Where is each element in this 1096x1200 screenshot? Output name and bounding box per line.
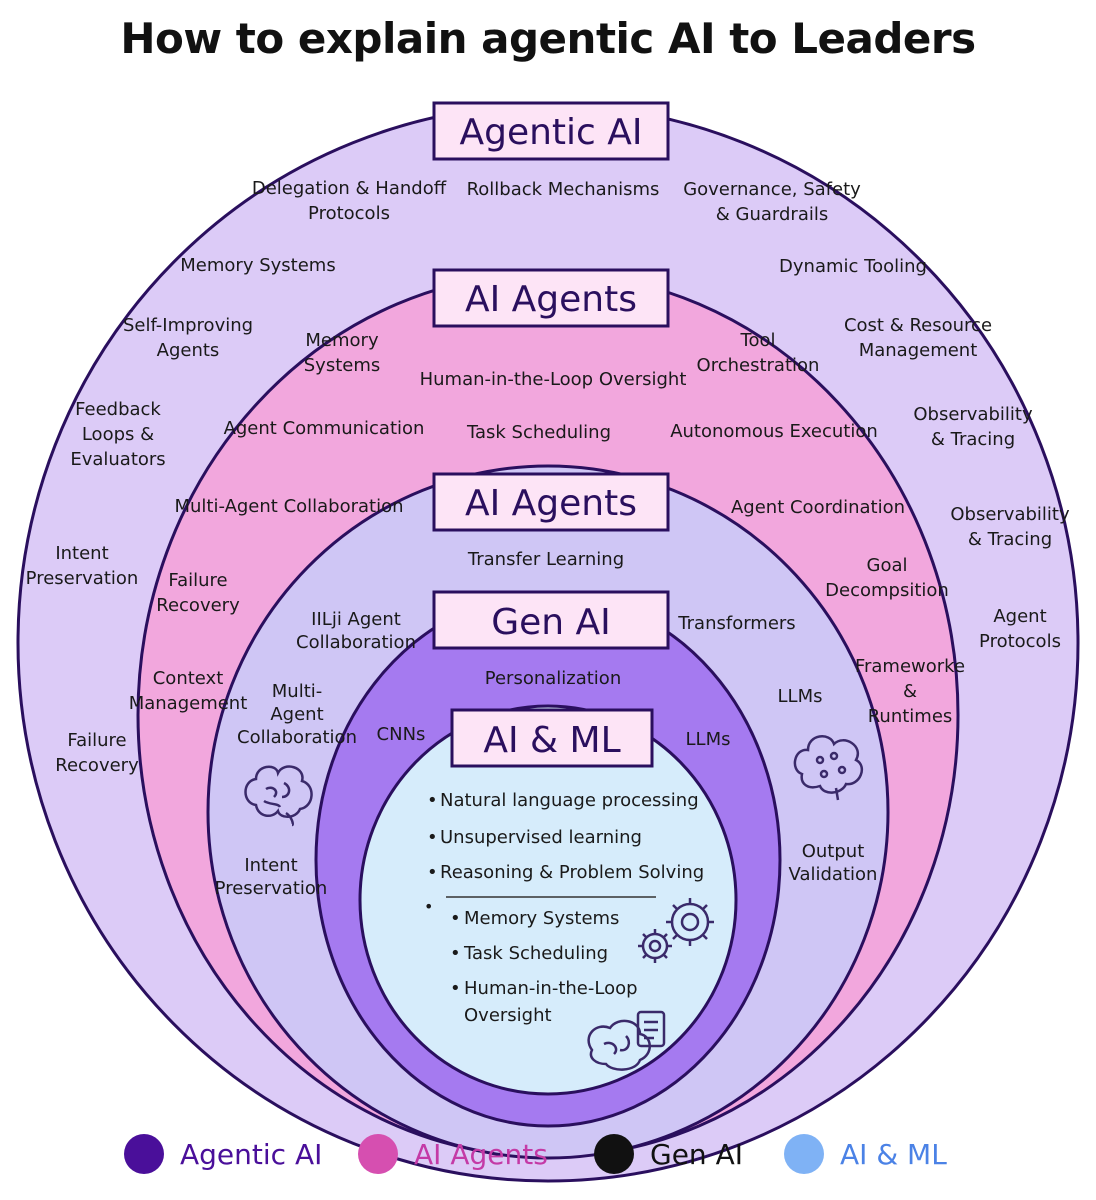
- agentic-item-3: Memory Systems: [180, 255, 335, 276]
- agents2-item-0: Transfer Learning: [467, 549, 624, 570]
- legend-item-ai-agents: AI Agents: [358, 1134, 548, 1174]
- legend-swatch: [784, 1134, 824, 1174]
- brain-clipboard-icon: [587, 1010, 666, 1071]
- core-sub-item-0: Memory Systems: [464, 908, 619, 929]
- ai-agents-inner-label-box: AI Agents: [432, 472, 670, 532]
- agentic-ai-label-box: Agentic AI: [432, 101, 670, 161]
- core-sub-bullet: •: [450, 978, 461, 999]
- genai-item-0: Personalization: [485, 668, 621, 689]
- ai-agents-label-box: AI Agents: [432, 268, 670, 328]
- ai-agents-inner-label: AI Agents: [465, 483, 637, 524]
- legend-item-ai-ml: AI & ML: [784, 1134, 947, 1174]
- network-brain-icon: [793, 735, 864, 801]
- legend-item-gen-ai: Gen AI: [594, 1134, 743, 1174]
- agents-item-4: Task Scheduling: [466, 422, 611, 443]
- agents-item-7: Agent Coordination: [731, 497, 905, 518]
- ai-ml-core: [358, 704, 738, 1096]
- core-sub-bullet: •: [450, 908, 461, 929]
- legend-item-agentic-ai: Agentic AI: [124, 1134, 322, 1174]
- agentic-item-1: Rollback Mechanisms: [467, 179, 660, 200]
- agents-item-5: Autonomous Execution: [670, 421, 878, 442]
- legend-label: Agentic AI: [180, 1137, 323, 1171]
- core-sub-item-1: Task Scheduling: [463, 943, 608, 964]
- genai-item-1: CNNs: [377, 724, 426, 745]
- agents-item-11: Frameworke&Runtimes: [855, 656, 965, 727]
- brain-icon: [244, 765, 313, 827]
- core-bullet: •: [424, 897, 433, 916]
- legend-swatch: [358, 1134, 398, 1174]
- legend-label: AI Agents: [414, 1137, 548, 1171]
- agents2-item-2: Transformers: [677, 613, 795, 634]
- core-item-0: Natural language processing: [440, 790, 699, 811]
- agentic-item-2: Governance, Safety& Guardrails: [683, 179, 861, 225]
- agents-item-3: Agent Communication: [224, 418, 425, 439]
- core-item-1: Unsupervised learning: [440, 827, 642, 848]
- core-sub-bullet: •: [450, 943, 461, 964]
- ai-ml-items: •Natural language processing•Unsupervise…: [424, 790, 704, 1026]
- core-bullet: •: [427, 790, 438, 811]
- agentic-item-4: Dynamic Tooling: [779, 256, 927, 277]
- core-bullet: •: [427, 862, 438, 883]
- agentic-ai-label: Agentic AI: [459, 112, 642, 153]
- legend-label: AI & ML: [840, 1137, 947, 1171]
- core-bullet: •: [427, 827, 438, 848]
- legend: Agentic AI AI Agents Gen AI AI & ML: [0, 1128, 1096, 1178]
- genai-item-2: LLMs: [686, 729, 731, 750]
- gen-ai-label-box: Gen AI: [432, 590, 670, 650]
- gears-icon: [638, 898, 714, 963]
- ai-ml-label-box: AI & ML: [450, 708, 654, 768]
- ai-agents-label: AI Agents: [465, 279, 637, 320]
- core-item-2: Reasoning & Problem Solving: [440, 862, 704, 883]
- agents-item-6: Multi-Agent Collaboration: [174, 496, 403, 517]
- agents-item-2: Human-in-the-Loop Oversight: [420, 369, 687, 390]
- legend-label: Gen AI: [650, 1137, 743, 1171]
- legend-swatch: [124, 1134, 164, 1174]
- agentic-item-9: Observability& Tracing: [950, 504, 1070, 550]
- ai-ml-label: AI & ML: [483, 720, 620, 761]
- gen-ai-label: Gen AI: [491, 602, 611, 643]
- agents2-item-4: LLMs: [778, 686, 823, 707]
- legend-swatch: [594, 1134, 634, 1174]
- page-title: How to explain agentic AI to Leaders: [120, 14, 976, 63]
- agentic-item-8: Observability& Tracing: [913, 404, 1033, 450]
